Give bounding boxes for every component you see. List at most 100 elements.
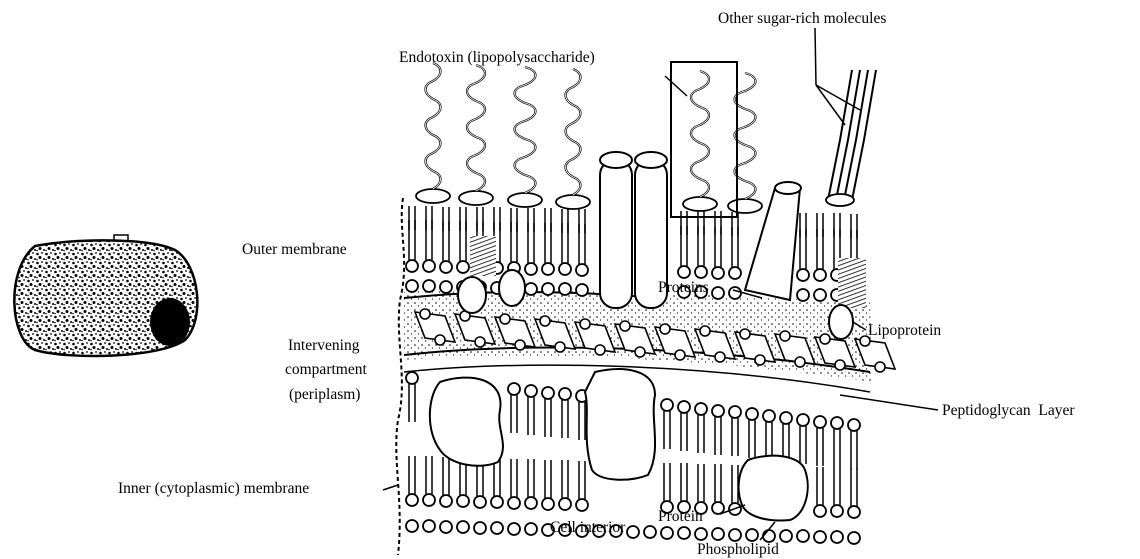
peptidoglycan-node xyxy=(435,335,445,345)
lps-core xyxy=(728,199,762,213)
phospholipid-head xyxy=(423,260,435,272)
peptidoglycan-node xyxy=(715,352,725,362)
membrane-schematic xyxy=(396,62,895,555)
phospholipid-tail xyxy=(834,429,840,467)
label-lipoprotein: Lipoprotein xyxy=(868,322,941,339)
phospholipid-head xyxy=(678,266,690,278)
phospholipid-tail xyxy=(681,463,687,501)
phospholipid-tail xyxy=(698,464,704,502)
phospholipid-tail xyxy=(698,226,704,266)
label-compartment: compartment xyxy=(285,361,367,378)
phospholipid-tail xyxy=(409,456,415,494)
phospholipid-head xyxy=(627,526,639,538)
label-periplasm: (periplasm) xyxy=(289,386,360,403)
phospholipid-head xyxy=(848,532,860,544)
phospholipid-tail xyxy=(545,399,551,437)
phospholipid-head xyxy=(661,399,673,411)
phospholipid-head xyxy=(457,521,469,533)
phospholipid-head xyxy=(729,529,741,541)
phospholipid-head xyxy=(423,520,435,532)
phospholipid-tail xyxy=(579,224,585,264)
phospholipid-tail xyxy=(545,460,551,498)
lps-lipid-tail xyxy=(715,211,721,235)
phospholipid-head xyxy=(814,269,826,281)
label-proteins: Proteins xyxy=(658,279,709,296)
phospholipid-head xyxy=(661,527,673,539)
phospholipid-head xyxy=(491,496,503,508)
lps-lipid-tail xyxy=(477,207,483,231)
phospholipid-head xyxy=(576,264,588,276)
phospholipid-tail xyxy=(817,467,823,505)
lps-lipid-tail xyxy=(528,208,534,232)
phospholipid-tail xyxy=(817,428,823,466)
phospholipid-head xyxy=(542,387,554,399)
lps-lipid-tail xyxy=(460,207,466,231)
phospholipid-tail xyxy=(426,220,432,260)
phospholipid-head xyxy=(457,495,469,507)
peptidoglycan-node xyxy=(755,355,765,365)
phospholipid-tail xyxy=(443,221,449,261)
phospholipid-tail xyxy=(732,418,738,456)
phospholipid-head xyxy=(542,283,554,295)
phospholipid-head xyxy=(780,412,792,424)
phospholipid-tail xyxy=(732,227,738,267)
phospholipid-head xyxy=(508,383,520,395)
phospholipid-head xyxy=(729,287,741,299)
phospholipid-head xyxy=(814,505,826,517)
lps-lipid-tail xyxy=(545,208,551,232)
phospholipid-tail xyxy=(851,468,857,506)
peptidoglycan-node xyxy=(420,309,430,319)
phospholipid-head xyxy=(525,385,537,397)
label-inner-membrane: Inner (cytoplasmic) membrane xyxy=(118,480,309,497)
bacterium-cell-icon xyxy=(14,235,197,356)
phospholipid-tail xyxy=(851,431,857,469)
outer-protein xyxy=(458,277,486,313)
lps-core xyxy=(459,191,493,205)
phospholipid-head xyxy=(559,283,571,295)
lps-o-antigen xyxy=(566,69,581,195)
phospholipid-head xyxy=(797,289,809,301)
phospholipid-tail xyxy=(460,221,466,261)
labels: Other sugar-rich molecules Endotoxin (li… xyxy=(118,10,1075,558)
phospholipid-tail xyxy=(766,422,772,460)
label-phospholipid: Phospholipid xyxy=(697,541,779,558)
lps-core xyxy=(416,189,450,203)
phospholipid-tail xyxy=(834,467,840,505)
lps-lipid-tail xyxy=(681,211,687,235)
phospholipid-head xyxy=(440,281,452,293)
phospholipid-head xyxy=(729,267,741,279)
phospholipid-head xyxy=(406,280,418,292)
phospholipid-head xyxy=(474,522,486,534)
phospholipid-tail xyxy=(562,400,568,438)
phospholipid-tail xyxy=(528,397,534,435)
phospholipid-head xyxy=(440,495,452,507)
phospholipid-head xyxy=(474,496,486,508)
peptidoglycan-node xyxy=(660,324,670,334)
phospholipid-tail xyxy=(800,426,806,464)
phospholipid-head xyxy=(406,260,418,272)
phospholipid-head xyxy=(797,530,809,542)
lps-o-antigen xyxy=(515,67,536,193)
peptidoglycan-node xyxy=(700,326,710,336)
phospholipid-tail xyxy=(443,457,449,495)
phospholipid-head xyxy=(831,417,843,429)
phospholipid-tail xyxy=(562,223,568,263)
lps-lipid-tail xyxy=(511,208,517,232)
phospholipid-head xyxy=(780,530,792,542)
phospholipid-tail xyxy=(715,227,721,267)
phospholipid-head xyxy=(559,263,571,275)
lps-o-antigen xyxy=(691,71,709,197)
peptidoglycan-node xyxy=(835,360,845,370)
inner-protein xyxy=(585,369,655,480)
phospholipid-head xyxy=(525,523,537,535)
inner-protein xyxy=(430,378,503,466)
phospholipid-tail xyxy=(511,222,517,262)
phospholipid-tail xyxy=(409,384,415,422)
phospholipid-head xyxy=(576,284,588,296)
phospholipid-head xyxy=(695,266,707,278)
phospholipid-tail xyxy=(732,465,738,503)
phospholipid-head xyxy=(508,497,520,509)
phospholipid-head xyxy=(559,498,571,510)
phospholipid-tail xyxy=(715,464,721,502)
